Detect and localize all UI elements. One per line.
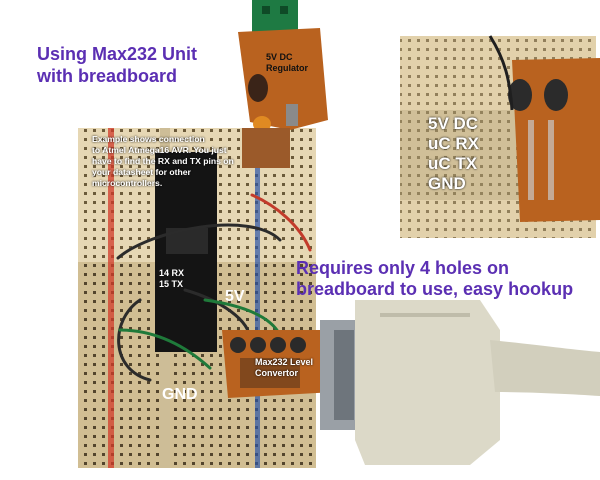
jumper-wires xyxy=(116,193,312,382)
power-5v-label: 5V xyxy=(225,288,245,305)
title-line-1: Using Max232 Unit xyxy=(37,44,198,64)
converter-label-line-1: Max232 Level xyxy=(255,357,314,367)
microcontroller-chip xyxy=(155,152,217,352)
title-line-2: with breadboard xyxy=(37,66,178,86)
regulator-label-line-2: Regulator xyxy=(266,63,309,73)
note-line: your datasheet for other xyxy=(92,167,191,177)
note-line: microcontrollers. xyxy=(92,178,163,188)
inset-label-uc-rx: uC RX xyxy=(428,134,479,153)
inset-label-5v-dc: 5V DC xyxy=(428,114,479,133)
ground-label: GND xyxy=(162,386,198,403)
converter-label-line-2: Convertor xyxy=(255,368,299,378)
regulator-board xyxy=(238,0,328,168)
requires-line-1: Requires only 4 holes on xyxy=(296,258,510,278)
requires-line-2: breadboard to use, easy hookup xyxy=(296,279,574,299)
inset-label-gnd: GND xyxy=(428,174,466,193)
pin-tx-label: 15 TX xyxy=(159,279,184,289)
pin-rx-label: 14 RX xyxy=(159,268,185,278)
inset-label-uc-tx: uC TX xyxy=(428,154,478,173)
note-line: to Atmel Atmega16 AVR. You just xyxy=(92,145,227,155)
note-line: Example shows connection xyxy=(92,134,205,144)
regulator-label-line-1: 5V DC xyxy=(266,52,293,62)
serial-cable xyxy=(320,300,600,465)
note-line: have to find the RX and TX pins on xyxy=(92,156,234,166)
max232-board xyxy=(222,330,335,398)
inset-photo xyxy=(400,35,600,238)
